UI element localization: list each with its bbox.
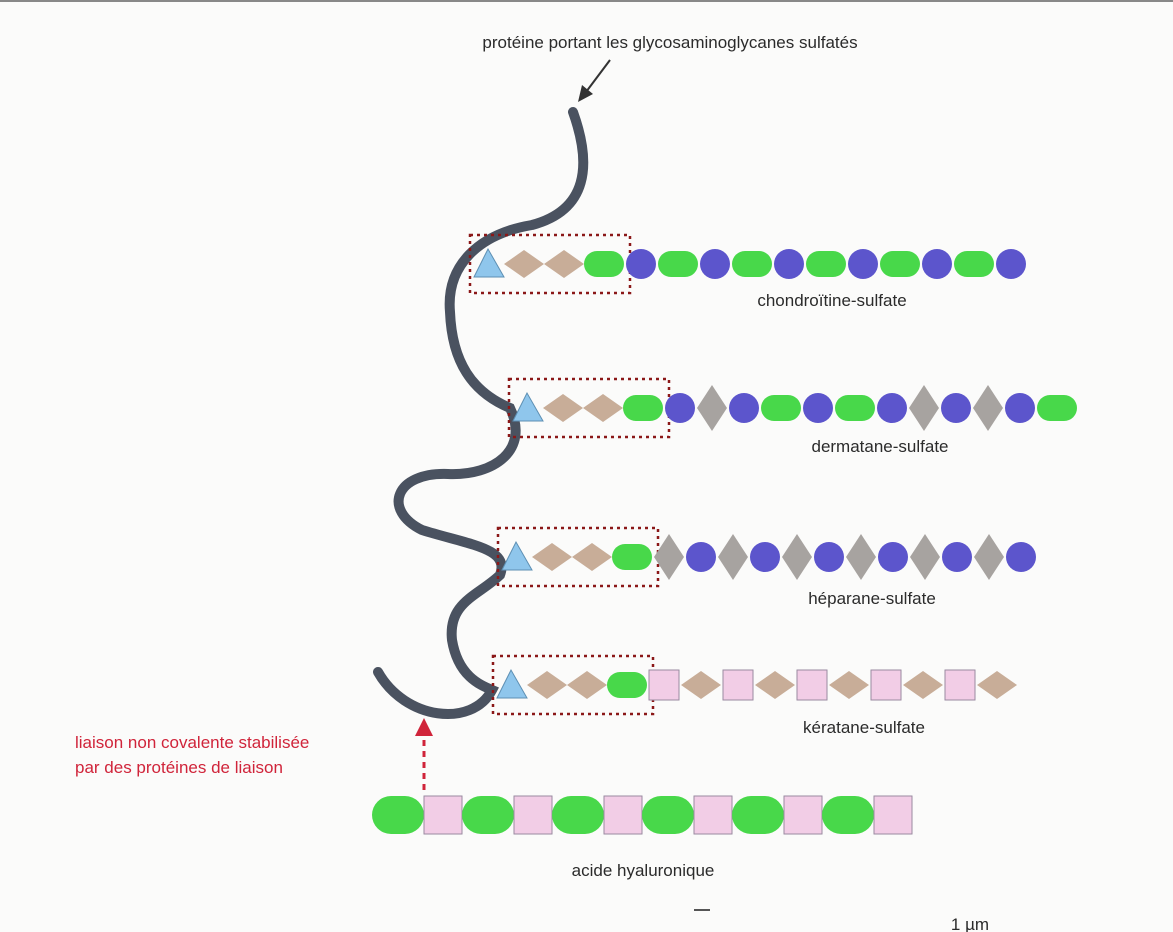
chain-label: dermatane-sulfate bbox=[811, 437, 948, 456]
galnac-circle-icon bbox=[1005, 393, 1035, 423]
galactose-diamond-icon bbox=[572, 543, 612, 571]
galnac-circle-icon bbox=[686, 542, 716, 572]
galnac-circle-icon bbox=[922, 249, 952, 279]
galactose-diamond-icon bbox=[681, 671, 721, 699]
glucuronic-oval-icon bbox=[552, 796, 604, 834]
core-protein-strand bbox=[373, 107, 589, 719]
galnac-circle-icon bbox=[941, 393, 971, 423]
iduronic-diamond-icon bbox=[782, 534, 812, 580]
xylose-triangle-icon bbox=[501, 540, 533, 571]
galactose-square-icon bbox=[796, 669, 828, 701]
glcnac-square-icon bbox=[873, 795, 913, 835]
glcnac-square-icon bbox=[783, 795, 823, 835]
xylose-triangle-icon bbox=[496, 668, 528, 699]
iduronic-diamond-icon bbox=[974, 534, 1004, 580]
bond-label-line1: liaison non covalente stabilisée bbox=[75, 733, 309, 752]
glucuronic-oval-icon bbox=[732, 251, 772, 277]
chain-label: kératane-sulfate bbox=[803, 718, 925, 737]
galactose-diamond-icon bbox=[977, 671, 1017, 699]
galnac-circle-icon bbox=[1006, 542, 1036, 572]
gag-chain-3: héparane-sulfate bbox=[496, 526, 1036, 608]
galnac-circle-icon bbox=[665, 393, 695, 423]
glcnac-square-icon bbox=[513, 795, 553, 835]
glucuronic-oval-icon bbox=[658, 251, 698, 277]
galactose-diamond-icon bbox=[903, 671, 943, 699]
glucuronic-oval-icon bbox=[623, 395, 663, 421]
glucuronic-oval-icon bbox=[642, 796, 694, 834]
galactose-diamond-icon bbox=[583, 394, 623, 422]
galnac-circle-icon bbox=[814, 542, 844, 572]
xylose-triangle-icon bbox=[473, 247, 505, 278]
iduronic-diamond-icon bbox=[718, 534, 748, 580]
glucuronic-oval-icon bbox=[761, 395, 801, 421]
iduronic-diamond-icon bbox=[846, 534, 876, 580]
hyaluronic-label: acide hyaluronique bbox=[572, 861, 715, 880]
iduronic-diamond-icon bbox=[910, 534, 940, 580]
glucuronic-oval-icon bbox=[806, 251, 846, 277]
galnac-circle-icon bbox=[774, 249, 804, 279]
galnac-circle-icon bbox=[996, 249, 1026, 279]
gag-chain-4: kératane-sulfate bbox=[491, 654, 1017, 737]
iduronic-diamond-icon bbox=[909, 385, 939, 431]
galactose-square-icon bbox=[648, 669, 680, 701]
galactose-diamond-icon bbox=[504, 250, 544, 278]
glucuronic-oval-icon bbox=[372, 796, 424, 834]
gag-chain-1: chondroïtine-sulfate bbox=[468, 233, 1026, 310]
galnac-circle-icon bbox=[803, 393, 833, 423]
iduronic-diamond-icon bbox=[654, 534, 684, 580]
iduronic-diamond-icon bbox=[973, 385, 1003, 431]
galactose-square-icon bbox=[944, 669, 976, 701]
glucuronic-oval-icon bbox=[880, 251, 920, 277]
glucuronic-oval-icon bbox=[732, 796, 784, 834]
xylose-triangle-icon bbox=[512, 391, 544, 422]
galactose-diamond-icon bbox=[567, 671, 607, 699]
galactose-diamond-icon bbox=[532, 543, 572, 571]
scale-label: 1 µm bbox=[951, 915, 989, 932]
galnac-circle-icon bbox=[942, 542, 972, 572]
galnac-circle-icon bbox=[626, 249, 656, 279]
chain-label: chondroïtine-sulfate bbox=[757, 291, 906, 310]
glcnac-square-icon bbox=[693, 795, 733, 835]
glycosaminoglycan-chains: chondroïtine-sulfate dermatane-sulfate hép… bbox=[468, 233, 1077, 737]
bond-label-line2: par des protéines de liaison bbox=[75, 758, 283, 777]
glucuronic-oval-icon bbox=[462, 796, 514, 834]
glucuronic-oval-icon bbox=[835, 395, 875, 421]
galactose-diamond-icon bbox=[755, 671, 795, 699]
gag-chain-2: dermatane-sulfate bbox=[507, 377, 1077, 456]
glucuronic-oval-icon bbox=[822, 796, 874, 834]
iduronic-diamond-icon bbox=[697, 385, 727, 431]
galnac-circle-icon bbox=[750, 542, 780, 572]
galnac-circle-icon bbox=[878, 542, 908, 572]
glcnac-square-icon bbox=[423, 795, 463, 835]
glucuronic-oval-icon bbox=[954, 251, 994, 277]
protein-pointer-arrow bbox=[578, 59, 611, 102]
galnac-circle-icon bbox=[700, 249, 730, 279]
galnac-circle-icon bbox=[848, 249, 878, 279]
glucuronic-oval-icon bbox=[612, 544, 652, 570]
galactose-diamond-icon bbox=[527, 671, 567, 699]
glucuronic-oval-icon bbox=[584, 251, 624, 277]
galactose-square-icon bbox=[870, 669, 902, 701]
glcnac-square-icon bbox=[603, 795, 643, 835]
chain-label: héparane-sulfate bbox=[808, 589, 936, 608]
galactose-diamond-icon bbox=[543, 394, 583, 422]
bond-arrow bbox=[415, 718, 433, 790]
galactose-diamond-icon bbox=[544, 250, 584, 278]
galactose-square-icon bbox=[722, 669, 754, 701]
galnac-circle-icon bbox=[877, 393, 907, 423]
hyaluronic-acid-chain bbox=[372, 795, 913, 835]
glucuronic-oval-icon bbox=[607, 672, 647, 698]
glucuronic-oval-icon bbox=[1037, 395, 1077, 421]
protein-label: protéine portant les glycosaminoglycanes… bbox=[482, 33, 857, 52]
galnac-circle-icon bbox=[729, 393, 759, 423]
galactose-diamond-icon bbox=[829, 671, 869, 699]
